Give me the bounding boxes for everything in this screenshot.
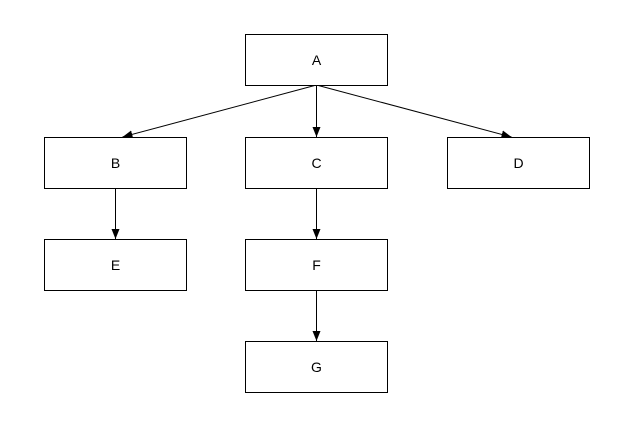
edge-A-B <box>122 84 317 139</box>
node-B[interactable]: B <box>44 137 187 189</box>
node-F[interactable]: F <box>245 239 388 291</box>
node-A[interactable]: A <box>245 34 388 86</box>
node-G[interactable]: G <box>245 341 388 393</box>
node-D[interactable]: D <box>447 137 590 189</box>
node-C[interactable]: C <box>245 137 388 189</box>
edge-A-D <box>316 84 512 139</box>
node-E[interactable]: E <box>44 239 187 291</box>
